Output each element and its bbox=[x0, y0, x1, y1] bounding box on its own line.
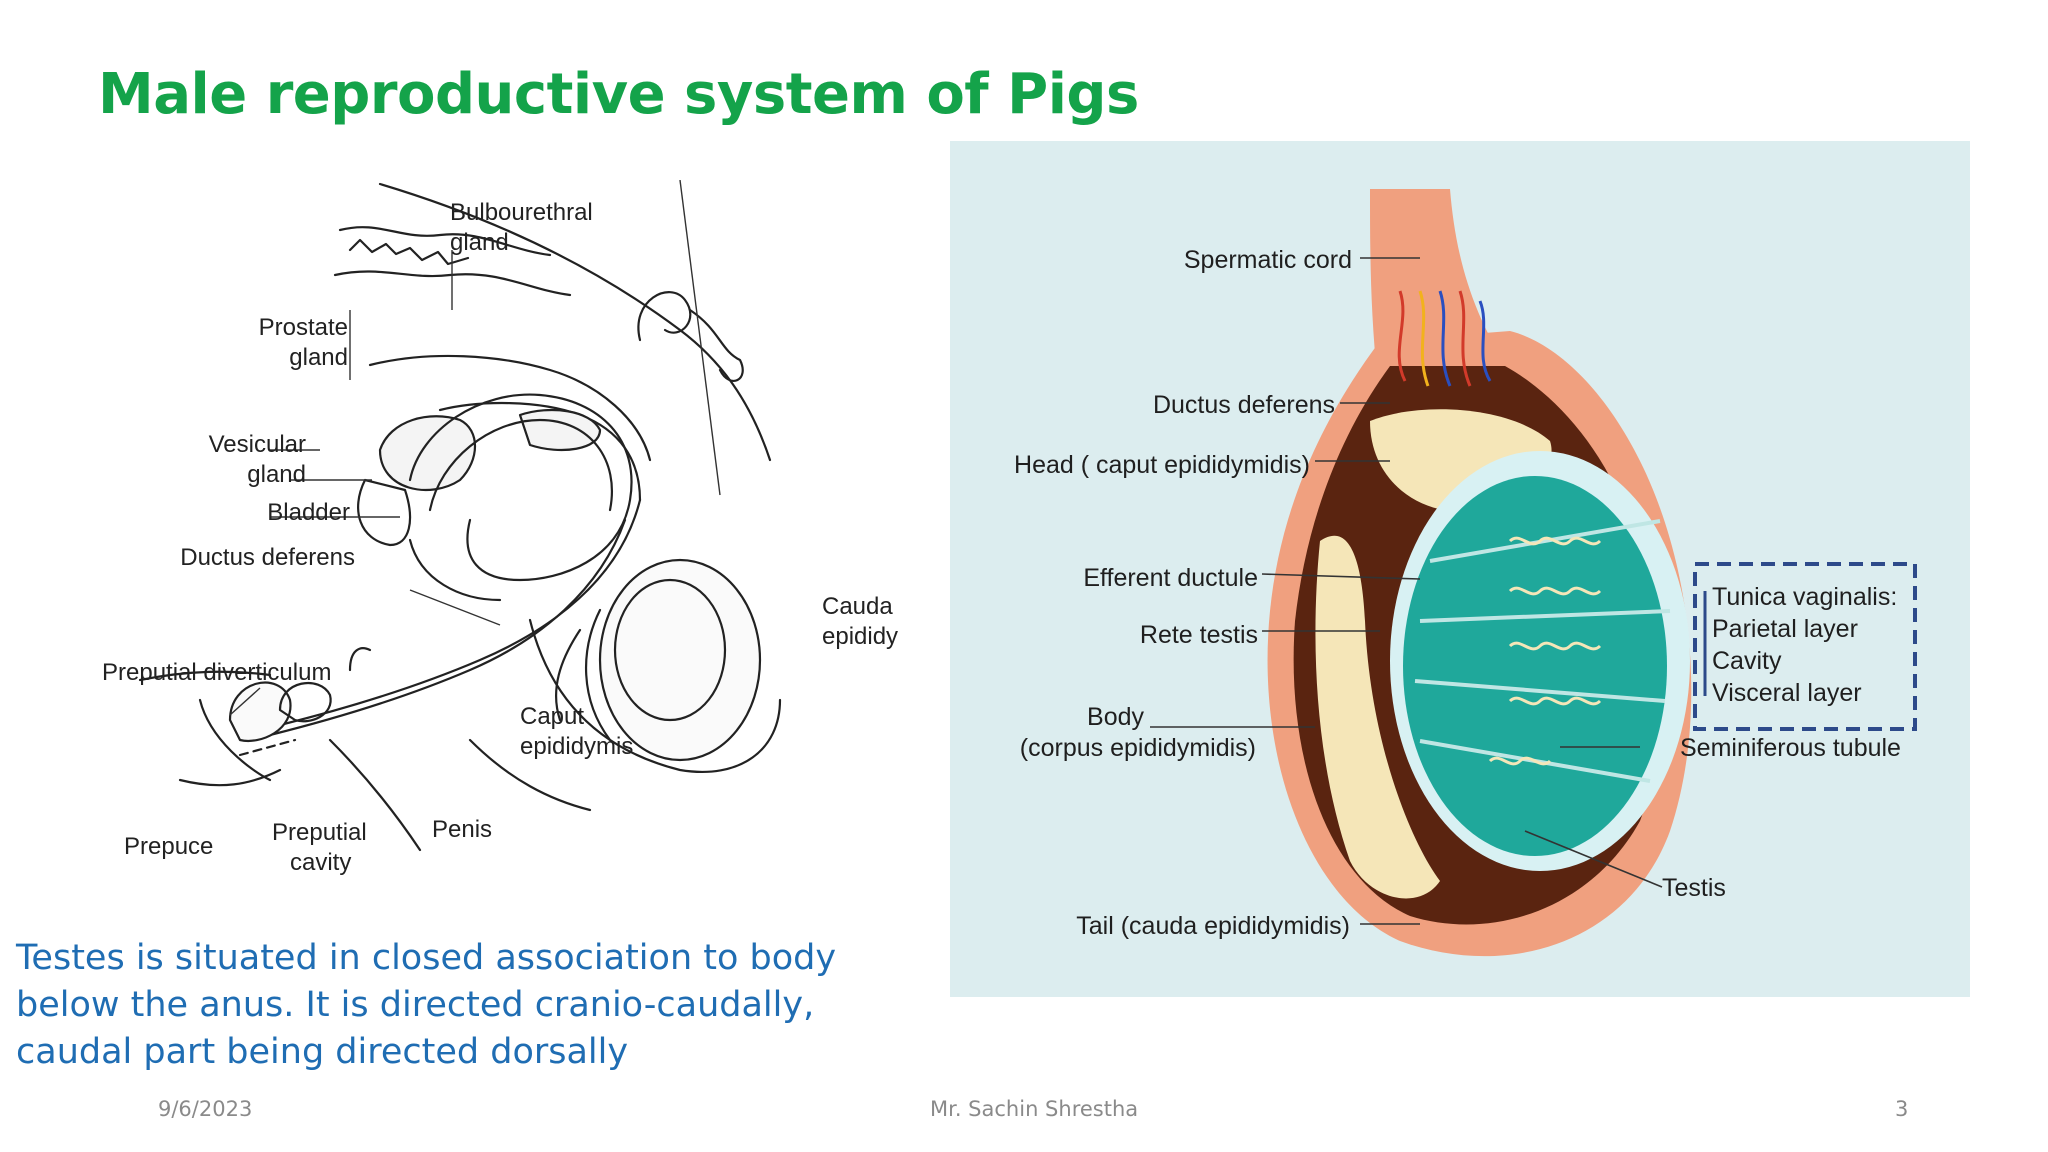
label-testis: Testis bbox=[1662, 874, 1726, 902]
label-prostate-line2: gland bbox=[289, 344, 348, 371]
footer-author: Mr. Sachin Shrestha bbox=[930, 1097, 1139, 1121]
label-body-line1: Body bbox=[1087, 703, 1144, 731]
pig-reproductive-tract-illustration: Bulbourethral gland Prostate gland Vesic… bbox=[102, 180, 898, 876]
body-tubules-shape bbox=[1315, 535, 1440, 899]
caption-line-3: caudal part being directed dorsally bbox=[16, 1032, 629, 1072]
label-tunica-vaginalis: Tunica vaginalis: bbox=[1712, 583, 1897, 611]
label-spermatic-cord: Spermatic cord bbox=[1184, 246, 1352, 274]
caption-line-1: Testes is situated in closed association… bbox=[16, 938, 837, 978]
label-cavity: Cavity bbox=[1712, 647, 1782, 675]
testis-cross-section-illustration: Spermatic cord Ductus deferens Head ( ca… bbox=[950, 141, 1970, 997]
label-efferent-ductule: Efferent ductule bbox=[1083, 564, 1258, 592]
label-seminiferous-tubule: Seminiferous tubule bbox=[1680, 734, 1901, 762]
label-visceral-layer: Visceral layer bbox=[1712, 679, 1862, 707]
label-prostate-line1: Prostate bbox=[259, 314, 348, 341]
caption-line-2: below the anus. It is directed cranio-ca… bbox=[16, 985, 815, 1025]
label-body-line2: (corpus epididymidis) bbox=[1020, 734, 1256, 762]
label-caput-line2: epididymis bbox=[520, 733, 633, 760]
footer-page-number: 3 bbox=[1895, 1097, 1909, 1121]
label-preputial-cavity-line2: cavity bbox=[290, 849, 351, 876]
label-caput-line1: Caput bbox=[520, 703, 584, 730]
label-vesicular-line1: Vesicular bbox=[209, 431, 306, 458]
tunica-vaginalis-box bbox=[1693, 562, 1917, 731]
label-cauda-line2: epididy bbox=[822, 623, 898, 650]
label-vesicular-line2: gland bbox=[247, 461, 306, 488]
label-ductus-deferens: Ductus deferens bbox=[180, 544, 355, 571]
footer-date: 9/6/2023 bbox=[158, 1097, 253, 1121]
label-bladder: Bladder bbox=[267, 499, 350, 526]
testis-shape bbox=[1403, 476, 1667, 856]
label-bulbourethral-line1: Bulbourethral bbox=[450, 199, 593, 226]
slide-caption: Testes is situated in closed association… bbox=[16, 935, 836, 1076]
label-preputial-cavity-line1: Preputial bbox=[272, 819, 367, 846]
label-head: Head ( caput epididymidis) bbox=[1014, 451, 1310, 479]
label-cauda-line1: Cauda bbox=[822, 593, 893, 620]
label-ductus-deferens-right: Ductus deferens bbox=[1153, 391, 1335, 419]
label-penis: Penis bbox=[432, 816, 492, 843]
slide-title: Male reproductive system of Pigs bbox=[98, 62, 1139, 127]
label-rete-testis: Rete testis bbox=[1140, 621, 1258, 649]
label-tail: Tail (cauda epididymidis) bbox=[1076, 912, 1350, 940]
label-preputial-diverticulum: Preputial diverticulum bbox=[102, 659, 331, 686]
label-bulbourethral-line2: gland bbox=[450, 229, 509, 256]
label-parietal-layer: Parietal layer bbox=[1712, 615, 1858, 643]
label-prepuce: Prepuce bbox=[124, 833, 213, 860]
